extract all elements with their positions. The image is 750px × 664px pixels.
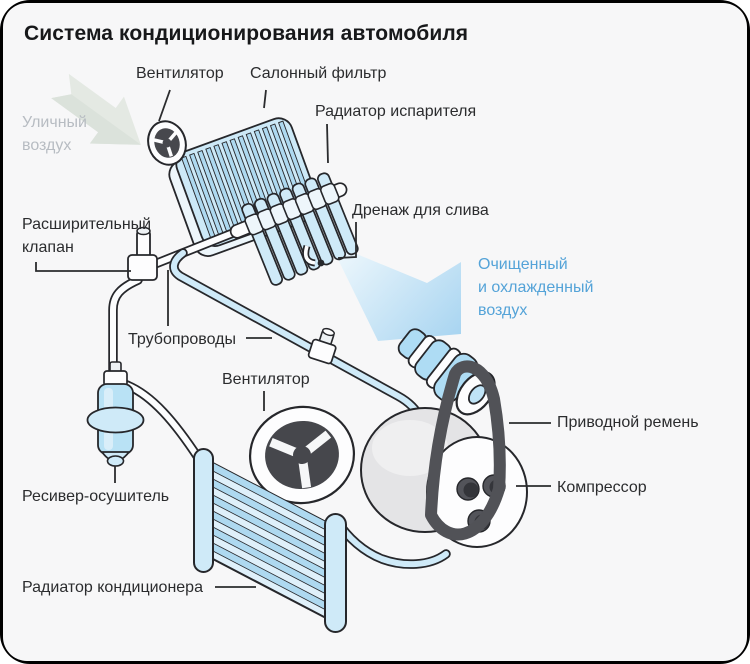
fan-top-icon <box>147 120 187 166</box>
expansion-valve-shape <box>127 226 158 281</box>
pipe-fitting-shape <box>307 327 337 365</box>
fan-bottom-icon <box>248 405 356 505</box>
pipe-liquid-line <box>145 228 238 271</box>
condenser-shape <box>193 448 347 633</box>
label-outdoor-air: Уличный воздух <box>22 114 87 155</box>
compressor-shape <box>360 328 528 548</box>
pipe-condenser-to-compressor <box>332 516 451 569</box>
drive-belt-shape <box>425 360 506 541</box>
label-clean-air: Очищенный и охлажденный воздух <box>478 256 594 320</box>
label-fan-top: Вентилятор <box>136 65 224 82</box>
outdoor-air-arrow-icon <box>51 73 141 145</box>
label-expansion-valve: Расширительный клапан <box>22 216 152 257</box>
label-compressor: Компрессор <box>557 479 647 496</box>
label-fan-bottom: Вентилятор <box>222 371 310 388</box>
pipe-receiver-to-condenser <box>119 379 204 464</box>
leader-lines <box>35 89 551 588</box>
label-receiver-dryer: Ресивер-осушитель <box>22 488 170 505</box>
clean-air-arrow-icon <box>330 243 461 341</box>
label-pipes: Трубопроводы <box>128 331 236 348</box>
label-cabin-filter: Салонный фильтр <box>250 65 387 82</box>
pipe-valve-to-receiver <box>108 275 143 377</box>
evaporator-shape <box>229 172 359 286</box>
receiver-dryer-shape <box>86 361 145 467</box>
drain-tube-shape <box>302 244 325 267</box>
label-drive-belt: Приводной ремень <box>557 414 699 431</box>
label-condenser: Радиатор кондиционера <box>22 579 203 596</box>
label-evaporator: Радиатор испарителя <box>315 103 477 120</box>
label-drain: Дренаж для слива <box>352 202 489 219</box>
page-title: Система кондиционирования автомобиля <box>24 22 469 45</box>
